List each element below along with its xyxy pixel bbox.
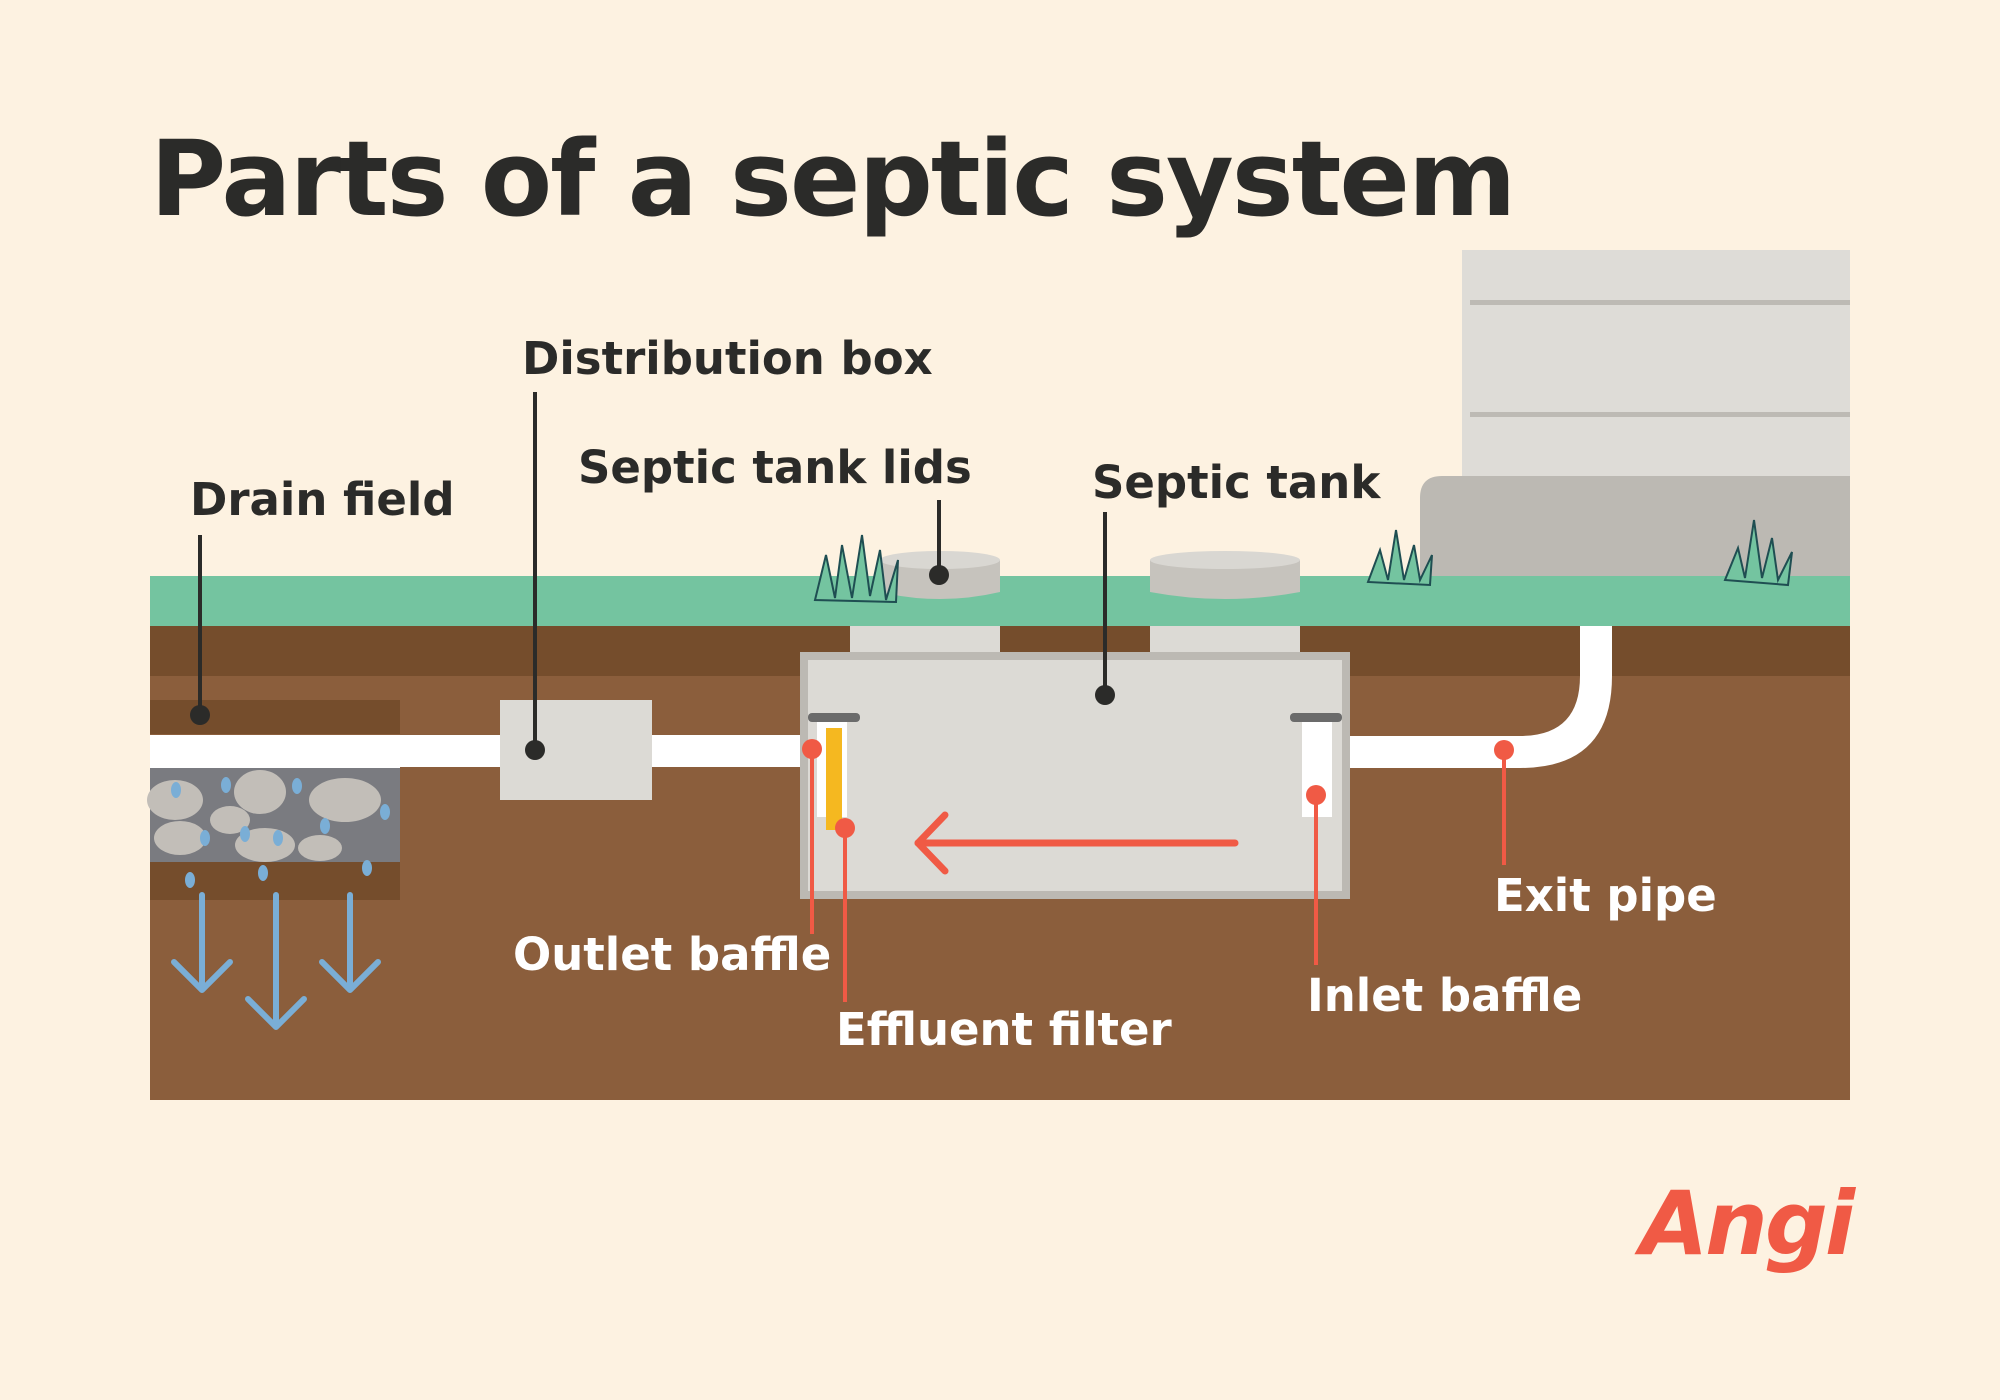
dark-leaders (198, 392, 1107, 750)
effluent-filter (826, 728, 842, 830)
septic-tank (800, 652, 1350, 899)
page-title: Parts of a septic system (150, 118, 1516, 240)
flow-arrow (914, 811, 1239, 875)
dark-dots (190, 565, 1115, 760)
label-septic-tank: Septic tank (1092, 456, 1381, 509)
house (1420, 250, 1850, 580)
red-dots (802, 739, 1514, 838)
distribution-box (500, 700, 652, 800)
label-exit-pipe: Exit pipe (1494, 869, 1717, 922)
drain-field (147, 700, 400, 1030)
label-effluent-filter: Effluent filter (836, 1003, 1172, 1056)
label-inlet-baffle: Inlet baffle (1307, 969, 1583, 1022)
grass-tufts (813, 519, 1793, 604)
label-distribution-box: Distribution box (522, 332, 933, 385)
label-outlet-baffle: Outlet baffle (513, 928, 832, 981)
red-leaders (810, 749, 1506, 1002)
label-drain-field: Drain field (190, 473, 455, 526)
pipes (150, 626, 1612, 768)
label-septic-tank-lids: Septic tank lids (578, 441, 972, 494)
angi-logo: Angi (1640, 1172, 1855, 1275)
